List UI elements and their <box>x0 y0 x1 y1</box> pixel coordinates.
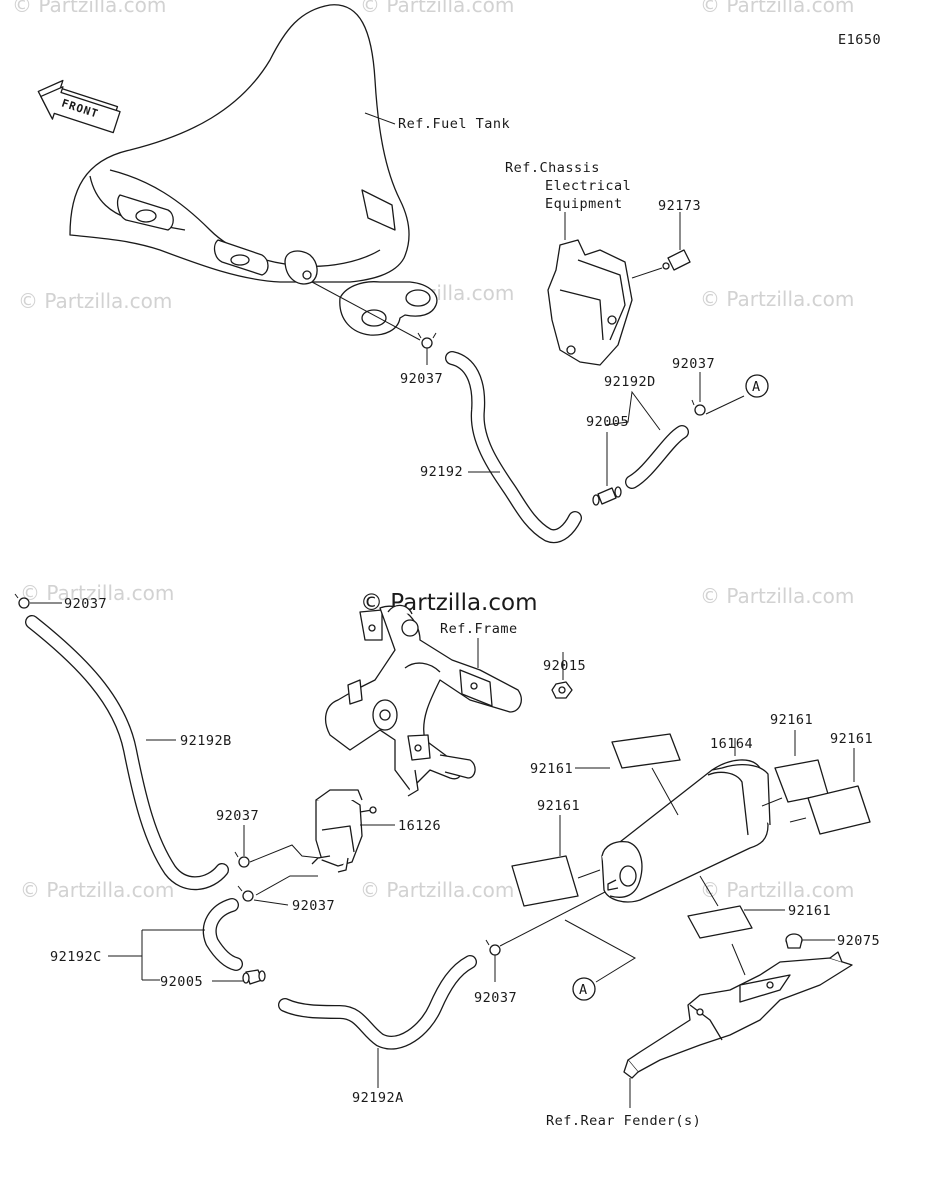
hose-92192A <box>278 955 477 1050</box>
diagram-code: E1650 <box>838 32 881 48</box>
rear-fender <box>623 943 853 1079</box>
hose-92192B <box>25 615 229 891</box>
ref-chassis-label: Electrical <box>545 178 631 194</box>
watermark: © Partzilla.com <box>700 878 854 902</box>
callout-a-lower: A <box>572 977 596 1001</box>
electrical-equipment <box>547 212 633 366</box>
pad-92161-e <box>687 905 753 939</box>
part-number: 92037 <box>672 356 715 372</box>
watermark: © Partzilla.com <box>700 0 854 17</box>
pad-92161-a <box>611 733 681 769</box>
part-number: 92075 <box>837 933 880 949</box>
part-number: 92173 <box>658 198 701 214</box>
part-number: 92192B <box>180 733 232 749</box>
clamp-92037-tank <box>417 332 437 349</box>
bolt-92075 <box>785 933 803 949</box>
pin-92173 <box>662 249 691 271</box>
fuel-tank <box>69 4 438 341</box>
ref-chassis-label: Equipment <box>545 196 623 212</box>
front-arrow-icon: FRONT <box>37 79 121 134</box>
watermark: © Partzilla.com <box>20 581 174 605</box>
part-number: 92037 <box>292 898 335 914</box>
ref-rear-fender-label: Ref.Rear Fender(s) <box>546 1113 701 1129</box>
ref-fuel-tank-label: Ref.Fuel Tank <box>398 116 510 132</box>
watermark: © Partzilla.com <box>12 0 166 17</box>
ref-frame-label: Ref.Frame <box>440 621 518 637</box>
part-number: 92161 <box>830 731 873 747</box>
hose-92192D <box>625 425 689 489</box>
watermark: © Partzilla.com <box>18 289 172 313</box>
part-number: 92037 <box>474 990 517 1006</box>
part-number: 16126 <box>398 818 441 834</box>
part-number: 92192 <box>420 464 463 480</box>
clamp-92037-left <box>14 593 30 609</box>
part-number: 92192C <box>50 949 102 965</box>
callout-a-upper: A <box>745 374 769 398</box>
watermark: © Partzilla.com <box>20 878 174 902</box>
nut-92015 <box>551 681 573 699</box>
part-number: 16164 <box>710 736 753 752</box>
part-number: 92161 <box>770 712 813 728</box>
joint-92005-upper <box>592 486 622 506</box>
part-number: 92161 <box>530 761 573 777</box>
joint-92005-lower <box>242 969 266 985</box>
clamp-92037-upper <box>691 399 706 416</box>
clamp-92037-canister <box>485 939 501 956</box>
clamp-92037-mid2 <box>237 885 254 902</box>
part-number: 92015 <box>543 658 586 674</box>
part-number: 92192A <box>352 1090 404 1106</box>
frame <box>324 604 522 797</box>
watermarks: © Partzilla.com © Partzilla.com © Partzi… <box>12 0 854 902</box>
pad-92161-d <box>511 855 579 907</box>
hose-92192 <box>445 351 582 544</box>
canister-16164 <box>601 759 771 903</box>
callout-letter: A <box>752 379 761 395</box>
part-number: 92005 <box>160 974 203 990</box>
watermark: © Partzilla.com <box>360 0 514 17</box>
part-number: 92037 <box>216 808 259 824</box>
watermark: © Partzilla.com <box>360 878 514 902</box>
clamp-92037-mid <box>234 851 250 868</box>
part-number: 92037 <box>64 596 107 612</box>
callout-letter: A <box>579 982 588 998</box>
part-number: 92192D <box>604 374 656 390</box>
pad-92161-c <box>807 785 871 835</box>
part-number: 92037 <box>400 371 443 387</box>
hose-92192C <box>202 898 243 971</box>
watermark: © Partzilla.com <box>700 584 854 608</box>
watermark: © Partzilla.com <box>700 287 854 311</box>
part-number: 92005 <box>586 414 629 430</box>
part-number: 92161 <box>788 903 831 919</box>
part-number: 92161 <box>537 798 580 814</box>
valve-16126 <box>311 789 377 873</box>
ref-chassis-label: Ref.Chassis <box>505 160 600 176</box>
